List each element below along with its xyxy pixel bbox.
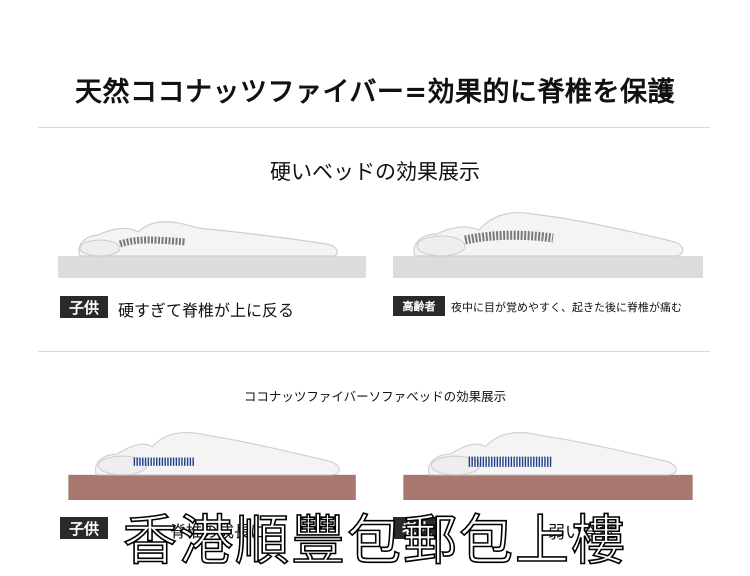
middle-divider [38, 351, 710, 352]
hard-bed-child-illustration [58, 221, 366, 278]
body-silhouette [413, 211, 684, 257]
hard-mattress [393, 256, 703, 278]
badge-child: 子供 [60, 296, 108, 318]
shipping-watermark: 香港順豐包郵包上樓 [122, 508, 627, 573]
coconut-bed-title: ココナッツファイバーソファベッドの効果展示 [243, 389, 507, 404]
hard-mattress [58, 256, 366, 278]
pillow [416, 235, 466, 257]
hard-bed-elderly-illustration [393, 211, 703, 278]
badge-elderly: 高齢者 [393, 296, 445, 316]
pillow [79, 239, 121, 257]
coconut-mattress [403, 474, 693, 500]
main-title: 天然ココナッツファイバー=効果的に脊椎を保護 [74, 77, 676, 108]
caption-child-hard: 硬すぎて脊椎が上に反る [118, 301, 295, 320]
coconut-mattress [68, 474, 356, 500]
coconut-bed-elderly-illustration [403, 432, 693, 500]
caption-elderly-hard: 夜中に目が覚めやすく、起きた後に脊椎が痛む [451, 301, 682, 314]
spine-curve [118, 236, 187, 248]
spine-curve [464, 230, 554, 245]
caption-elderly-coconut: 弱い脊椎 [548, 523, 616, 543]
coconut-bed-child-illustration [68, 432, 356, 500]
badge-child-coconut: 子供 [60, 517, 108, 539]
badge-elderly-coconut: 老人 [393, 517, 441, 539]
body-silhouette [78, 221, 338, 257]
hard-bed-title: 硬いベッドの効果展示 [270, 160, 480, 184]
caption-child-coconut: 脊椎の成長に [170, 522, 267, 541]
body-silhouette [428, 432, 677, 476]
top-divider [38, 127, 710, 128]
